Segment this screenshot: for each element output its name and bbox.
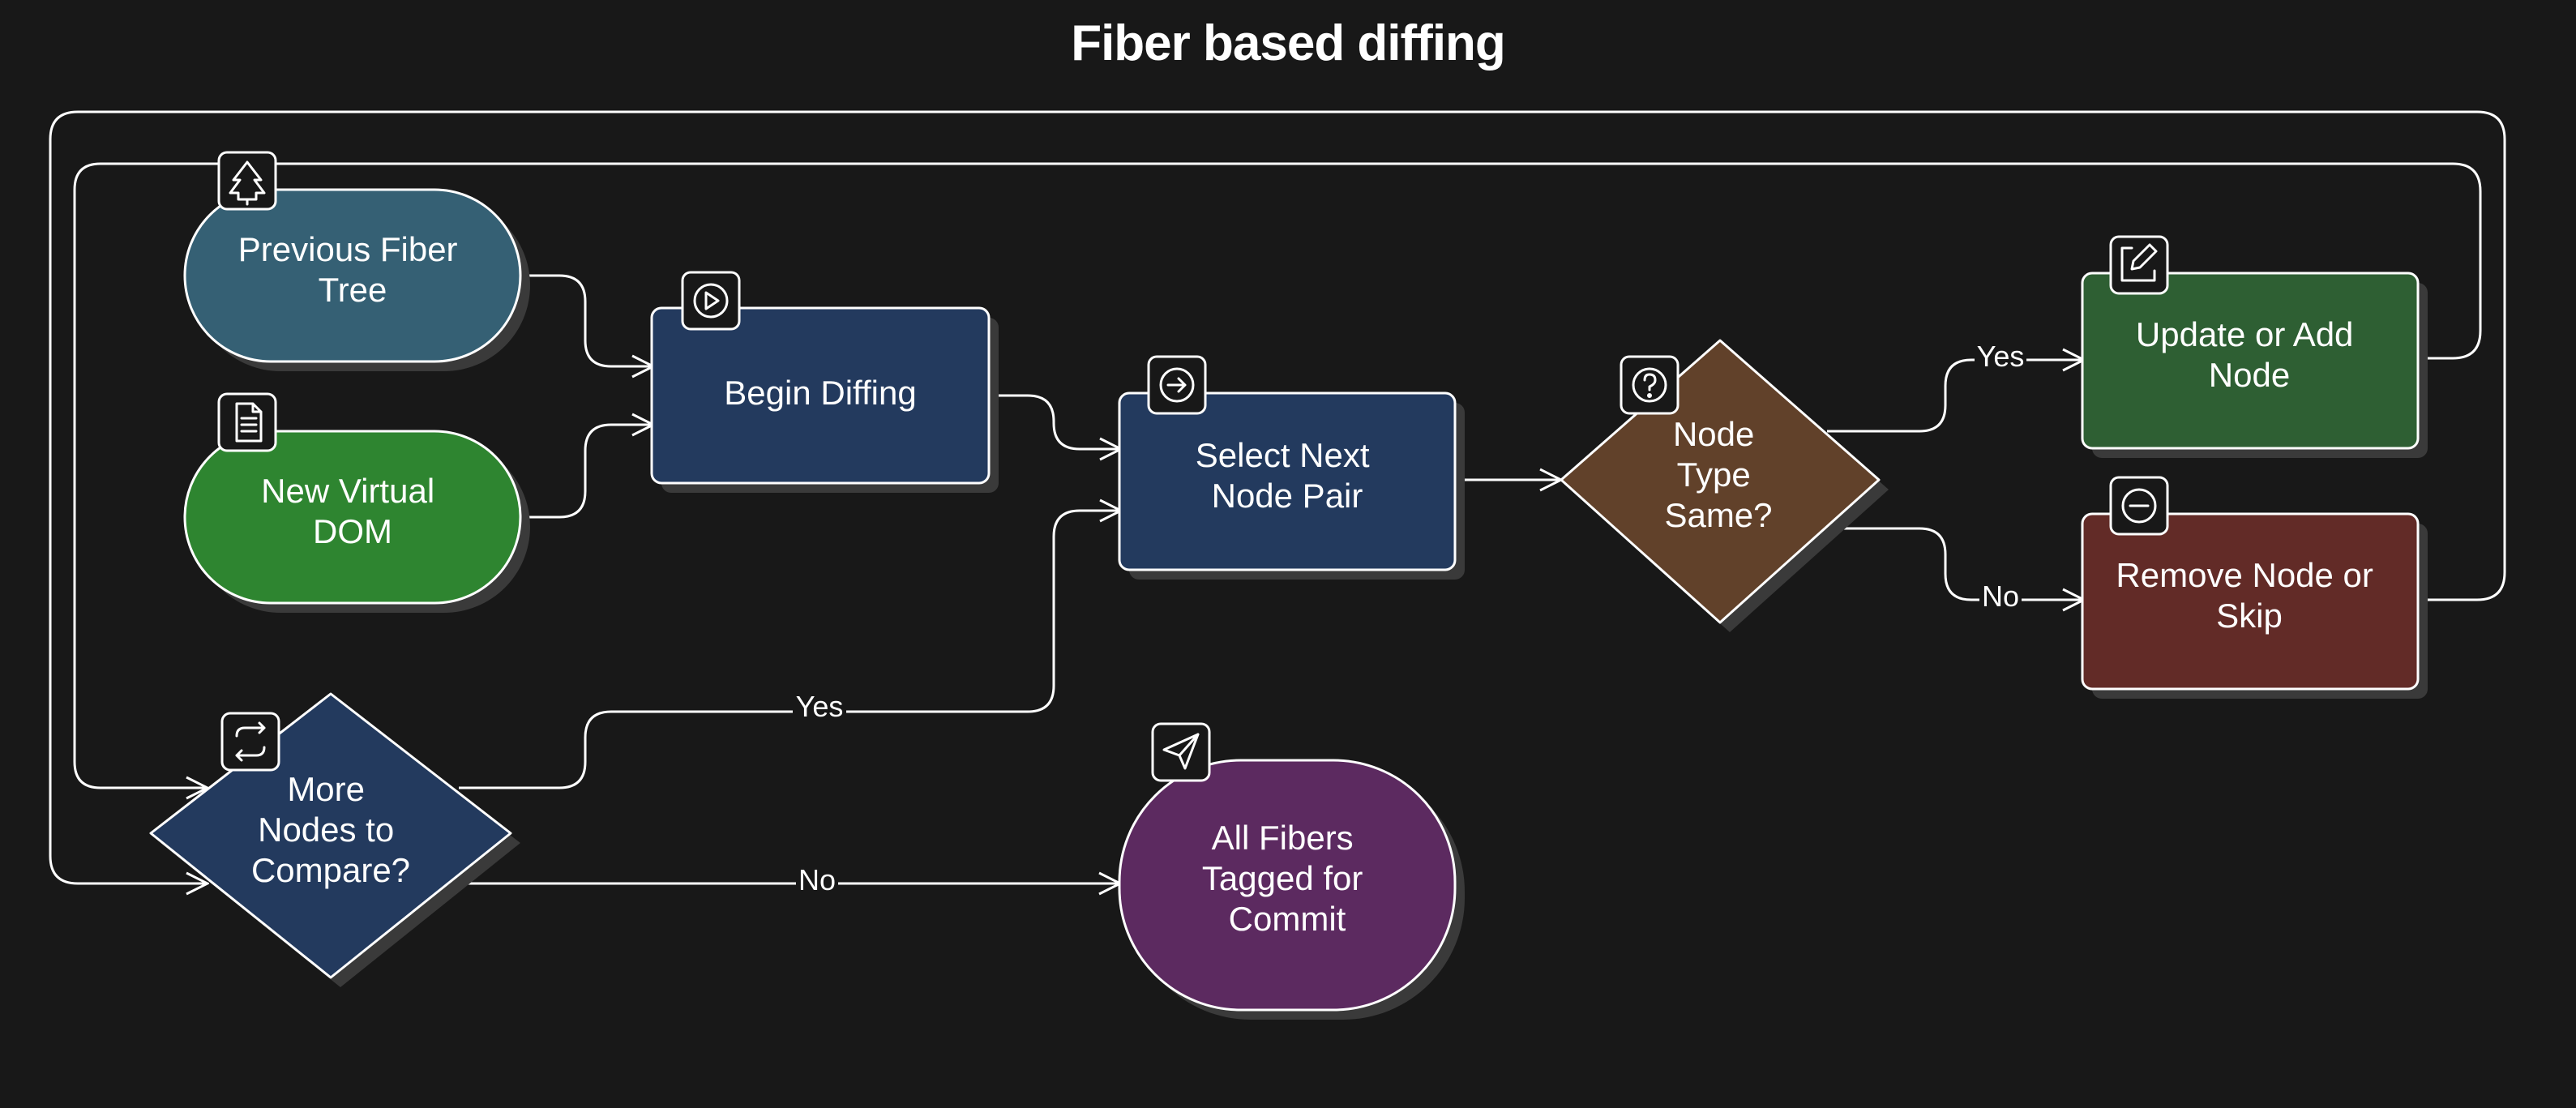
edit-icon — [2109, 235, 2169, 295]
edge-label-more-yes: Yes — [796, 690, 844, 723]
previous-fiber-tree-label: Previous Fiber Tree — [238, 230, 467, 309]
diagram-title: Fiber based diffing — [1071, 15, 1506, 71]
update-or-add-node-label: Update or Add Node — [2136, 315, 2363, 394]
node-more-nodes-to-compare: More Nodes to Compare? — [149, 692, 520, 987]
tree-icon — [217, 151, 277, 211]
more-nodes-to-compare-label: More Nodes to Compare? — [251, 770, 410, 889]
edge-label-more-no: No — [798, 863, 836, 896]
node-select-next-node-pair: Select Next Node Pair — [1118, 391, 1465, 580]
repeat-icon — [220, 712, 280, 772]
node-update-or-add-node: Update or Add Node — [2081, 272, 2428, 458]
node-node-type-same: Node Type Same? — [1560, 339, 1889, 632]
edge-begin-to-select — [989, 394, 1119, 449]
node-all-fibers-tagged: All Fibers Tagged for Commit — [1118, 759, 1465, 1020]
send-icon — [1151, 722, 1211, 782]
minus-circle-icon — [2109, 476, 2169, 536]
edge-label-type-same-no: No — [1982, 580, 2019, 613]
edge-remove-loop-back — [49, 110, 2506, 883]
node-remove-node-or-skip: Remove Node or Skip — [2081, 512, 2428, 699]
arrow-right-circle-icon — [1147, 355, 1207, 415]
remove-node-or-skip-label: Remove Node or Skip — [2116, 556, 2382, 635]
node-begin-diffing: Begin Diffing — [650, 306, 999, 493]
edge-update-loop-back — [73, 162, 2482, 788]
edge-label-type-same-yes: Yes — [1977, 340, 2025, 373]
node-new-virtual-dom: New Virtual DOM — [183, 430, 530, 613]
node-type-same-label: Node Type Same? — [1664, 415, 1772, 534]
edge-new-vdom-to-begin — [520, 425, 652, 519]
edge-decision-no-to-remove — [1827, 527, 2082, 600]
select-next-node-pair-label: Select Next Node Pair — [1196, 436, 1379, 515]
all-fibers-tagged-label: All Fibers Tagged for Commit — [1202, 819, 1372, 938]
edge-previous-tree-to-begin — [520, 274, 652, 366]
question-icon — [1620, 355, 1680, 415]
new-virtual-dom-label: New Virtual DOM — [261, 472, 444, 550]
edge-more-yes-to-select — [459, 511, 1119, 789]
play-icon — [681, 271, 741, 331]
begin-diffing-label: Begin Diffing — [724, 374, 916, 412]
edge-decision-yes-to-update — [1827, 360, 2082, 433]
node-previous-fiber-tree: Previous Fiber Tree — [183, 188, 530, 371]
file-icon — [217, 392, 277, 452]
